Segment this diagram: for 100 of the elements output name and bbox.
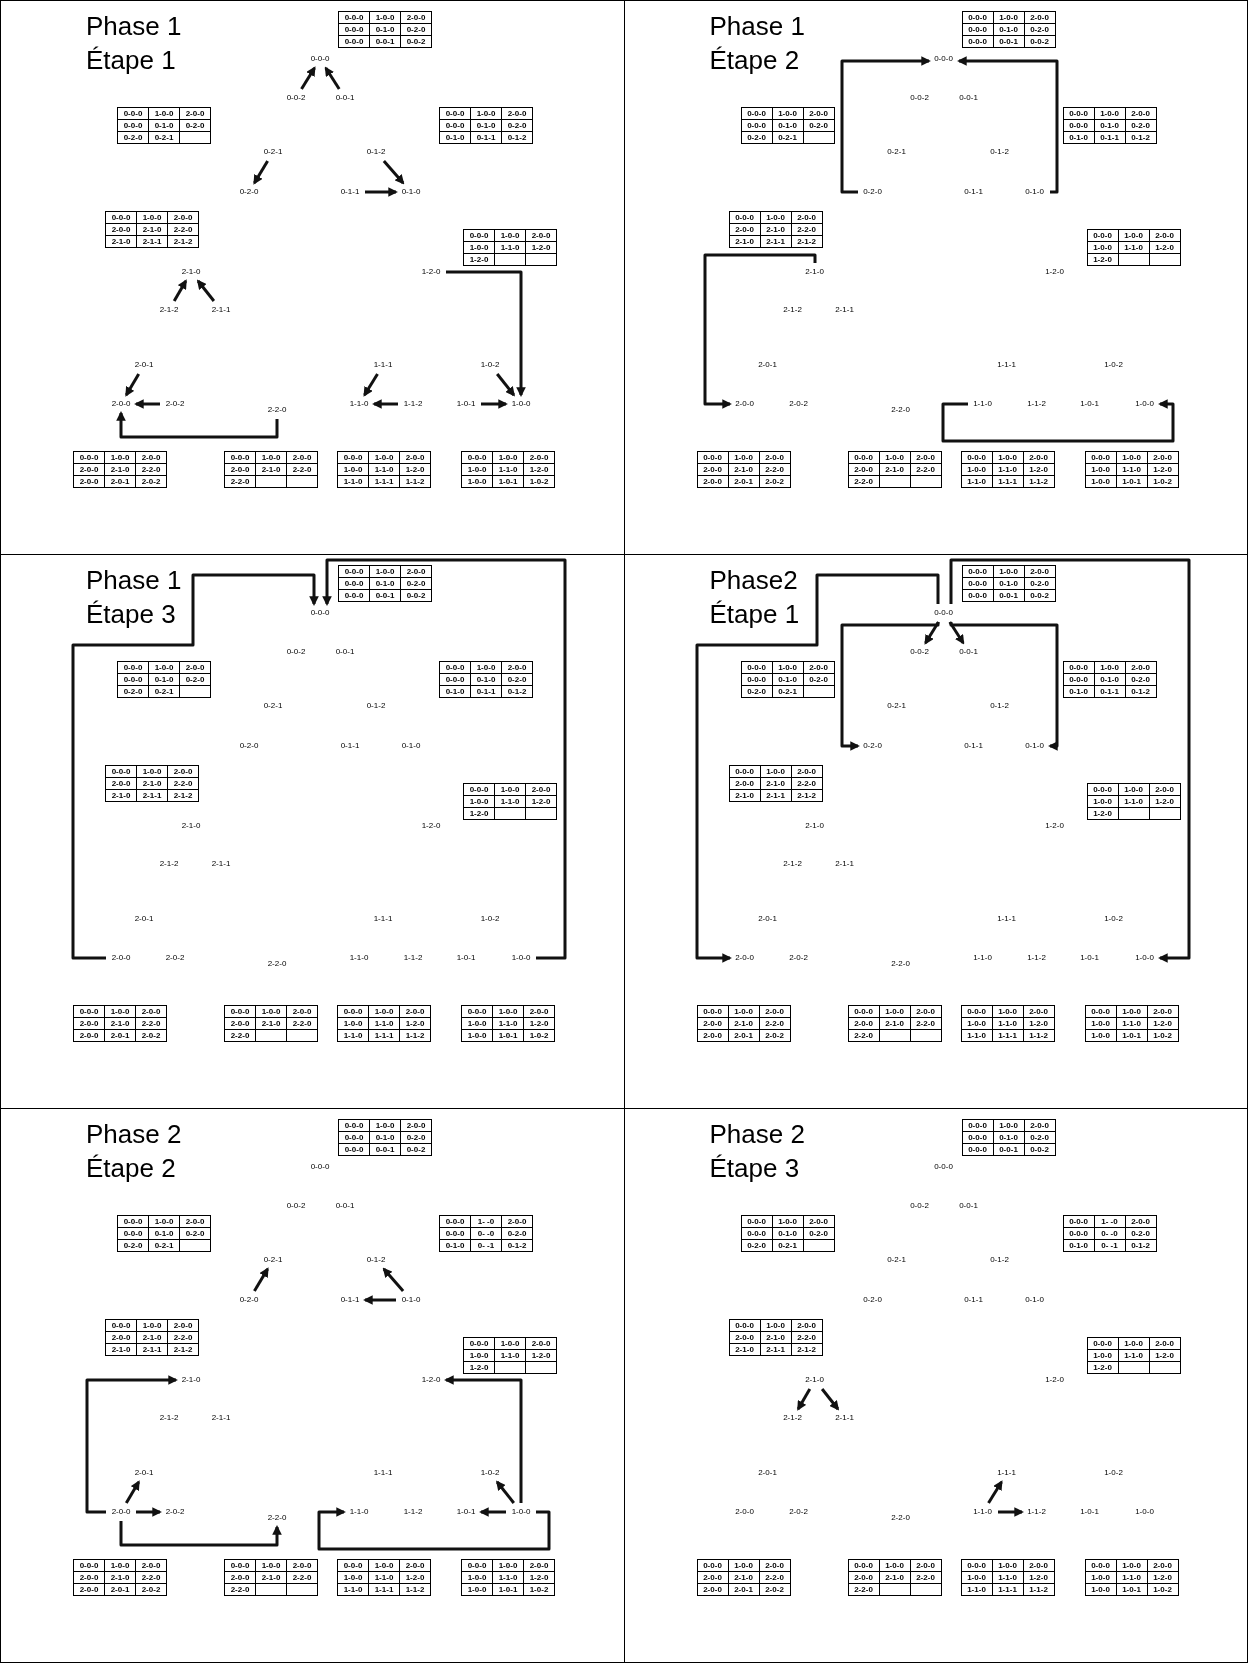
table-cell: 2-0-0 [910, 1006, 942, 1018]
table-cell: 2-2-0 [136, 1572, 167, 1584]
table-cell: 1-1-0 [1116, 1572, 1148, 1584]
table-cell: 2-0-0 [697, 1018, 729, 1030]
state-label: 0-1-0 [1025, 1296, 1044, 1304]
table-cell: 2-0-0 [803, 662, 835, 674]
table-cell: 1-2-0 [464, 1362, 495, 1374]
arrow [481, 399, 508, 409]
table-cell: 0-1-0 [440, 132, 471, 144]
table-cell: 1-0-0 [992, 1006, 1024, 1018]
state-table [960, 1005, 1055, 1042]
arrow [363, 373, 379, 397]
table-cell: 1-0-0 [1118, 784, 1150, 796]
table-cell: 1-0-0 [137, 212, 168, 224]
state-label: 1-0-1 [456, 400, 476, 408]
table-cell: 2-0-0 [1024, 566, 1056, 578]
table-cell: 0-0-0 [118, 662, 149, 674]
table-cell: 1-0-0 [993, 566, 1025, 578]
table-cell: 2-2-0 [759, 464, 791, 476]
table-cell: 1-0-0 [462, 1572, 493, 1584]
table-cell: 0-1-0 [772, 674, 804, 686]
state-table [73, 1559, 167, 1596]
table-cell: 2-0-0 [759, 452, 791, 464]
table-cell: 2-0-0 [1149, 1338, 1181, 1350]
table-cell: 0-0-0 [106, 766, 137, 778]
table-cell: 2-1-0 [137, 778, 168, 790]
table-cell: 1-0-0 [1085, 1018, 1117, 1030]
table-cell: 2-0-0 [136, 1560, 167, 1572]
table-cell: 2-0-0 [400, 1006, 431, 1018]
state-table [337, 1559, 431, 1596]
table-cell: 0-1-0 [471, 120, 502, 132]
table-cell: 1-1-0 [992, 464, 1024, 476]
table-cell: 1-1-0 [338, 1584, 369, 1596]
state-table [463, 1337, 557, 1374]
table-cell: 0-0-0 [962, 578, 994, 590]
table-cell: 2-2-0 [791, 224, 823, 236]
table-cell: 2-0-0 [1125, 1216, 1157, 1228]
table-cell: 0-0-0 [697, 452, 729, 464]
table-cell: 2-1-2 [168, 1344, 199, 1356]
table-cell: 0-2-0 [1024, 1132, 1056, 1144]
table-cell: 0-1-0 [993, 1132, 1025, 1144]
table-cell: 1-2-0 [1149, 1350, 1181, 1362]
table-cell: 0-2-0 [118, 1240, 149, 1252]
state-label: 0-0-2 [910, 1202, 929, 1210]
table-cell: 2-1-0 [729, 236, 761, 248]
table-cell: 0-0-0 [225, 1560, 256, 1572]
table-cell: 1-0-0 [879, 1006, 911, 1018]
table-cell: 2-2-0 [168, 1332, 199, 1344]
state-table [847, 1559, 942, 1596]
table-cell: 0-0-0 [1085, 452, 1117, 464]
table-cell: 0-0-2 [1024, 1144, 1056, 1156]
table-cell: 1-0-1 [493, 1584, 524, 1596]
table-cell: 1-2-0 [526, 796, 557, 808]
state-label: 2-1-0 [181, 822, 201, 830]
table-cell: 0- -1 [471, 1240, 502, 1252]
state-table [728, 1319, 823, 1356]
state-label: 2-2-0 [267, 960, 287, 968]
table-cell: 2-0-0 [526, 1338, 557, 1350]
state-label: 0-2-0 [239, 742, 259, 750]
table-cell: 1-0-0 [149, 1216, 180, 1228]
table-cell: 1-2-0 [1149, 242, 1181, 254]
table-cell: 0-0-0 [464, 784, 495, 796]
table-cell: 0-0-0 [440, 1216, 471, 1228]
state-label: 1-2-0 [1045, 1376, 1064, 1384]
table-cell: 0-0-0 [741, 1216, 773, 1228]
table-cell: 2-1-1 [137, 790, 168, 802]
table-cell: 2-1-2 [168, 790, 199, 802]
state-table [224, 1559, 318, 1596]
table-cell: 1-0-2 [524, 476, 555, 488]
table-cell: 1-0-0 [1087, 796, 1119, 808]
table-cell: 0-2-0 [180, 1228, 211, 1240]
table-cell: 0-0-0 [225, 1006, 256, 1018]
table-cell: 1-0-0 [462, 1584, 493, 1596]
state-label: 2-1-0 [181, 268, 201, 276]
phase-title: Phase 1 [86, 10, 182, 43]
table-cell: 1-0-0 [493, 1006, 524, 1018]
step-title: Étape 2 [86, 1152, 177, 1185]
table-cell: 0-0-0 [440, 1228, 471, 1240]
state-label: 1-0-2 [1104, 915, 1123, 923]
table-cell: 1-0-2 [1147, 1030, 1179, 1042]
state-table [728, 765, 823, 802]
table-cell: 2-0-2 [136, 1584, 167, 1596]
state-label: 2-0-2 [165, 1508, 185, 1516]
table-cell: 1-1-0 [992, 1572, 1024, 1584]
table-cell: 2-0-0 [759, 1560, 791, 1572]
table-cell: 2-2-0 [910, 464, 942, 476]
table-cell: 1-0-0 [1118, 230, 1150, 242]
table-cell: 0-2-1 [772, 1240, 804, 1252]
state-label: 2-1-0 [805, 1376, 824, 1384]
table-cell: 1-0-0 [462, 476, 493, 488]
table-cell: 1-2-0 [1147, 464, 1179, 476]
state-label: 2-1-2 [159, 1414, 179, 1422]
table-cell: 1-0-0 [1085, 1584, 1117, 1596]
table-cell: 0-0-0 [118, 1228, 149, 1240]
state-label: 0-1-1 [964, 1296, 983, 1304]
table-cell: 1-2-0 [526, 242, 557, 254]
table-cell: 0-0-0 [339, 12, 370, 24]
table-cell: 0-0-1 [370, 1144, 401, 1156]
table-cell: 0-1-0 [370, 24, 401, 36]
state-label: 0-1-0 [401, 742, 421, 750]
